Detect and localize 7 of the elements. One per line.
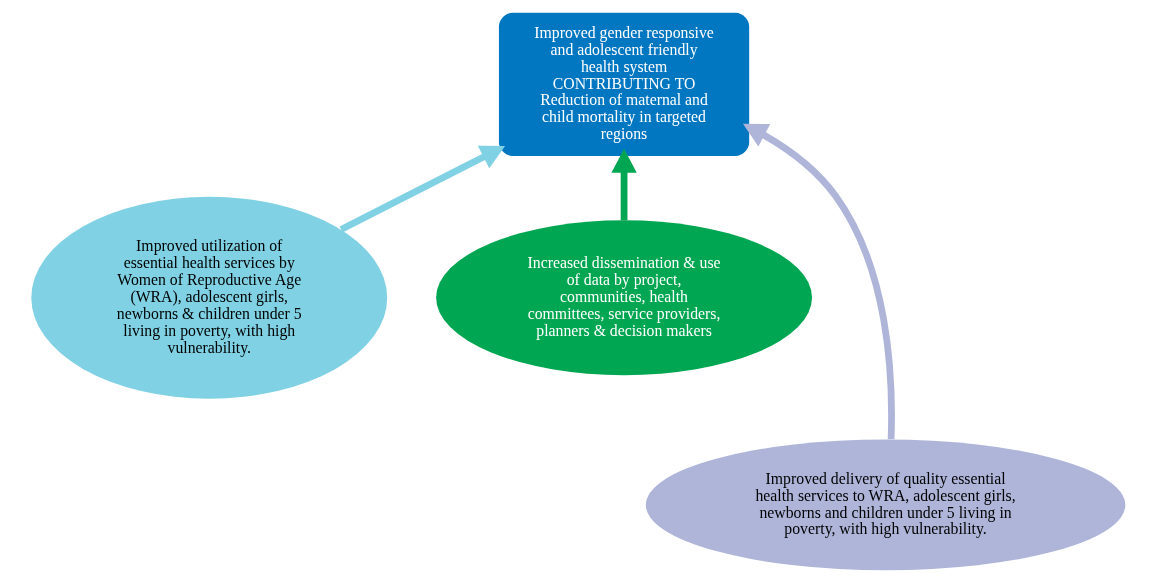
node-ellipse: Improved delivery of quality essential health services to WRA, adolescent girls, newborns and children under 5 living in poverty, with high vulnerability. — [645, 439, 1125, 571]
arrow — [339, 145, 505, 233]
node-ellipse: Improved utilization of essential health services by Women of Reproductive Age (WRA), adolescent girls, newborns & children under 5 living in poverty, with high vulnerability. — [30, 196, 387, 399]
arrow — [610, 148, 637, 221]
node-box: Improved gender responsive and adolescent friendly health system CONTRIBUTING TO Reduction of maternal and child mortality in targeted regions — [498, 12, 749, 156]
node-ellipse: Increased dissemination & use of data by project, communities, health committees, service providers, planners & decision makers — [435, 220, 812, 376]
arrow — [742, 123, 895, 440]
